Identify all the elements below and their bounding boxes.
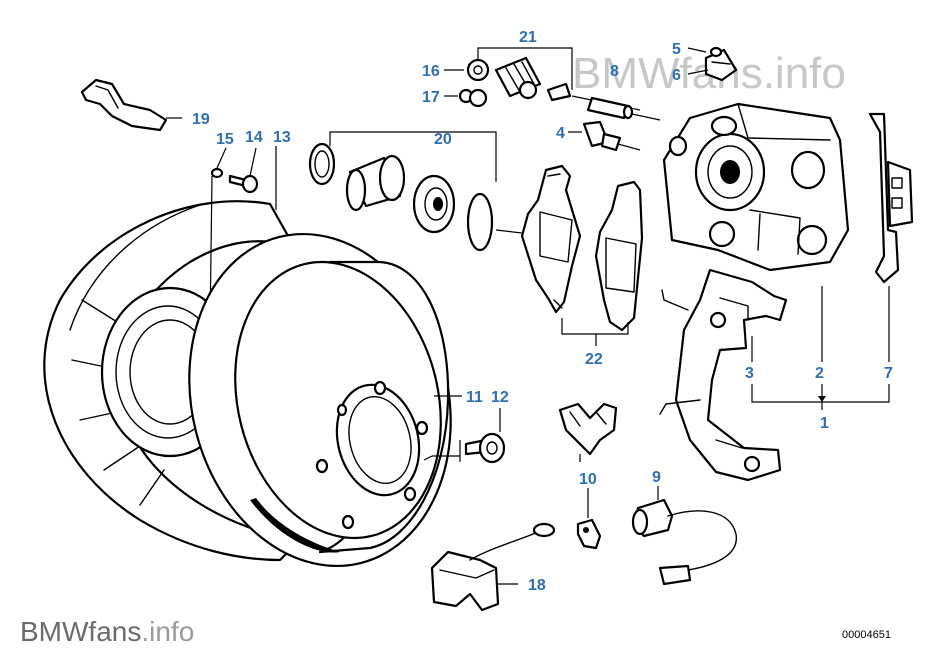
callout-9: 9	[652, 469, 661, 486]
part-11-brake-disc	[188, 232, 462, 568]
callout-17: 17	[422, 89, 440, 106]
callout-11: 11	[466, 389, 483, 406]
callout-12: 12	[491, 389, 509, 406]
callout-10: 10	[579, 471, 597, 488]
part-1-bracket	[751, 384, 890, 410]
part-3-carrier	[659, 268, 788, 482]
callout-8: 8	[610, 63, 619, 80]
part-7-spring	[868, 112, 914, 362]
callout-5: 5	[672, 41, 681, 58]
part-9-wear-sensor	[631, 486, 737, 586]
callout-4: 4	[556, 125, 565, 142]
callout-2: 2	[815, 365, 824, 382]
part-19-clip	[80, 78, 182, 132]
watermark-brand: BMWfans	[20, 616, 141, 647]
callout-1: 1	[820, 415, 829, 432]
part-12-bolt	[423, 408, 506, 464]
watermark-tld: .info	[141, 616, 194, 647]
callout-14: 14	[245, 129, 263, 146]
callout-20: 20	[434, 131, 452, 148]
part-20-piston-set	[308, 131, 531, 252]
callout-6: 6	[672, 67, 681, 84]
callout-3: 3	[745, 365, 754, 382]
callout-16: 16	[422, 63, 440, 80]
part-18-sensor-holder	[430, 522, 556, 612]
callout-21: 21	[519, 29, 537, 46]
part-5-6-bleed-valve	[687, 46, 738, 82]
callout-15: 15	[216, 131, 234, 148]
watermark-bottom: BMWfans.info	[20, 616, 194, 647]
part-2-caliper	[662, 102, 850, 362]
callout-22: 22	[585, 351, 603, 368]
diagram-code: 00004651	[842, 629, 891, 641]
part-10-clip	[558, 402, 618, 550]
part-21-guide-set	[444, 47, 641, 111]
callout-7: 7	[884, 365, 893, 382]
callout-19: 19	[192, 111, 210, 128]
part-22-brake-pads	[520, 164, 644, 346]
part-8-guide-pin	[586, 96, 661, 121]
part-4-bolt	[568, 120, 641, 152]
callout-18: 18	[528, 577, 546, 594]
callout-13: 13	[273, 129, 291, 146]
